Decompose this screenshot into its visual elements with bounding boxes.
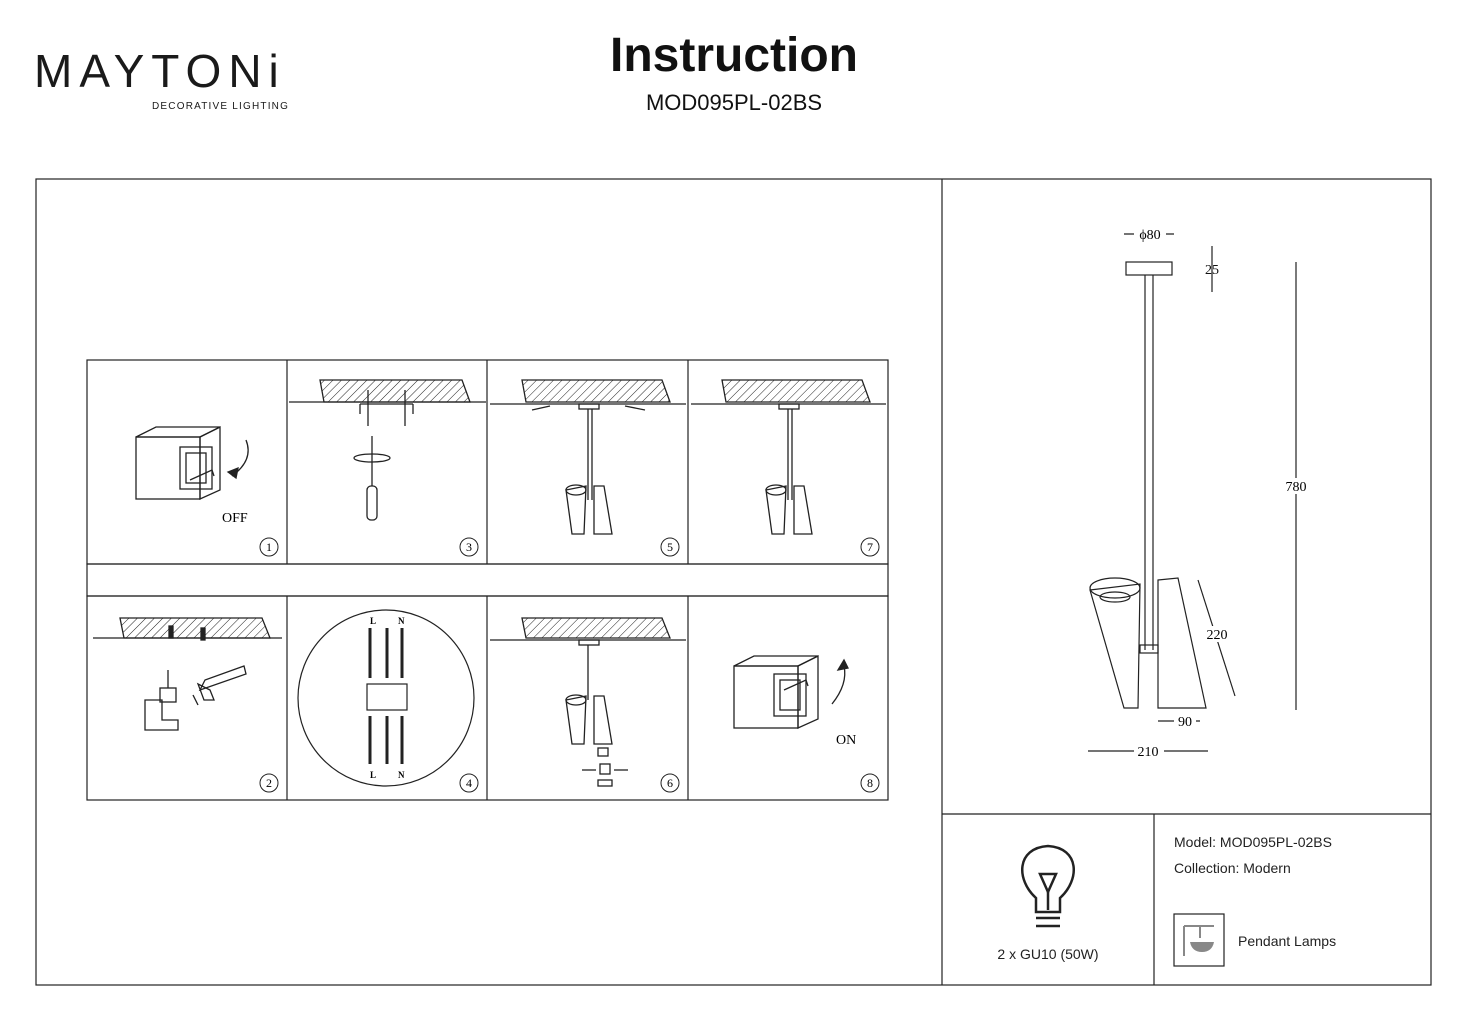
- wire-label-bottom-n: N: [398, 770, 405, 780]
- pendant-lamp-icon: [1173, 913, 1225, 967]
- dim-total-height: 780: [1286, 480, 1307, 495]
- info-category: Pendant Lamps: [1238, 933, 1337, 949]
- step-2-drill-anchors: [93, 617, 282, 731]
- step-8-label: ON: [836, 733, 856, 748]
- wire-label-bottom-l: L: [370, 770, 376, 780]
- wire-label-top-l: L: [370, 616, 376, 626]
- dim-canopy-height: 25: [1205, 263, 1219, 278]
- step-3-fix-bracket: [289, 379, 486, 521]
- dimension-drawing: [1088, 233, 1297, 752]
- page-frame: [35, 178, 1432, 986]
- step-number-3: 3: [466, 540, 472, 554]
- info-collection: Collection: Modern: [1174, 860, 1291, 876]
- step-1-switch-off: [135, 425, 249, 501]
- step-number-6: 6: [667, 776, 673, 790]
- dim-canopy-diameter: ϕ80: [1139, 228, 1160, 243]
- step-4-wiring: [297, 609, 475, 787]
- step-1-label: OFF: [222, 511, 248, 526]
- light-bulb-icon: [1021, 844, 1075, 928]
- dim-shade-length: 220: [1207, 628, 1228, 643]
- brand-logo: MAYTONi: [34, 45, 286, 97]
- step-number-4: 4: [466, 776, 472, 790]
- step-number-5: 5: [667, 540, 673, 554]
- step-5-mount-lamp: [490, 379, 686, 535]
- step-number-1: 1: [266, 540, 272, 554]
- step-7-assembled-lamp: [691, 379, 886, 535]
- lamp-spec: 2 x GU10 (50W): [997, 946, 1099, 962]
- brand-tagline: DECORATIVE LIGHTING: [152, 101, 290, 112]
- step-number-circles: [259, 537, 880, 793]
- step-number-8: 8: [867, 776, 873, 790]
- step-number-7: 7: [867, 540, 873, 554]
- step-6-install-bulbs: [490, 617, 686, 787]
- model-code: MOD095PL-02BS: [645, 90, 823, 115]
- dim-shade-width: 90: [1178, 715, 1192, 730]
- step-number-2: 2: [266, 776, 272, 790]
- steps-grid: [86, 359, 889, 801]
- wire-label-top-n: N: [398, 616, 405, 626]
- dim-total-width: 210: [1138, 745, 1159, 760]
- info-model: Model: MOD095PL-02BS: [1174, 834, 1332, 850]
- page-title: Instruction: [610, 29, 858, 82]
- step-8-switch-on: [733, 654, 849, 730]
